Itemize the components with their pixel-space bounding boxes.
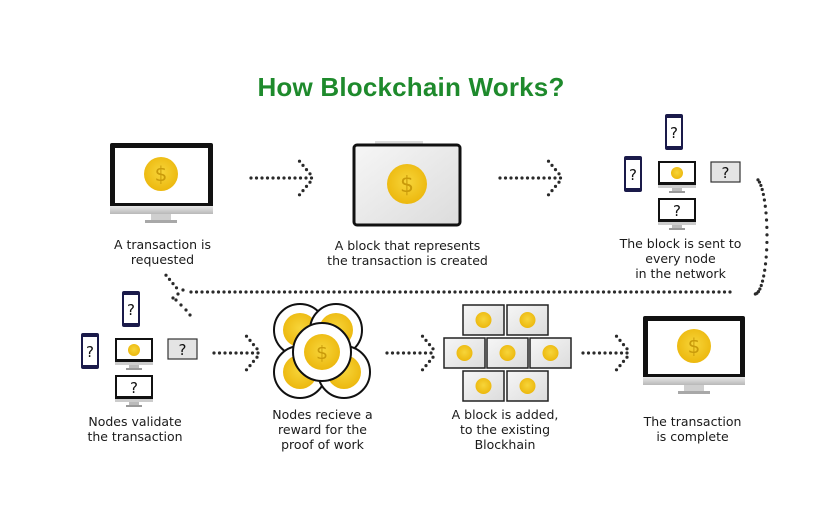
coin-icon: $ — [387, 164, 427, 204]
coin-node-center: $ — [292, 322, 352, 382]
chain-block — [462, 370, 505, 402]
return-arrow-icon — [164, 178, 769, 317]
phone-node-icon: ? — [665, 114, 683, 150]
monitor-node-icon: ? — [658, 198, 696, 230]
question-mark: ? — [130, 379, 138, 397]
step-1-caption: A transaction is requested — [113, 237, 212, 267]
monitor-coin-node-icon — [115, 338, 153, 370]
question-mark: ? — [670, 124, 678, 142]
right-arrow-icon — [581, 334, 629, 372]
right-arrow-icon — [498, 159, 563, 197]
chain-block — [506, 370, 549, 402]
step-3-caption: The block is sent to every node in the n… — [619, 236, 742, 281]
question-mark: ? — [86, 343, 94, 361]
svg-text:$: $ — [316, 342, 328, 364]
svg-text:$: $ — [400, 173, 414, 198]
question-mark: ? — [127, 301, 135, 319]
step-1-monitor-coin-icon: $ — [110, 143, 213, 223]
dollar-symbol: $ — [155, 162, 168, 186]
tablet-node-icon: ? — [167, 338, 198, 360]
flow-arrows — [164, 159, 769, 372]
question-mark: ? — [673, 202, 681, 220]
right-arrow-icon — [385, 334, 435, 372]
step-5-caption: Nodes recieve a reward for the proof of … — [272, 407, 373, 452]
step-6-caption: A block is added, to the existing Blockh… — [451, 407, 559, 452]
svg-text:$: $ — [688, 334, 701, 358]
tablet-node-icon: ? — [710, 161, 741, 183]
right-arrow-icon — [249, 159, 314, 197]
step-4-network-nodes-icon: ???? — [81, 291, 198, 407]
step-5-reward-coins-icon: $ — [273, 303, 371, 399]
monitor-node-icon: ? — [115, 375, 153, 407]
chain-block — [529, 337, 572, 369]
chain-block — [462, 304, 505, 336]
phone-node-icon: ? — [624, 156, 642, 192]
monitor-coin-node-icon — [658, 161, 696, 193]
step-4-caption: Nodes validate the transaction — [87, 414, 183, 444]
phone-node-icon: ? — [81, 333, 99, 369]
coin-icon: $ — [144, 157, 178, 191]
chain-block — [506, 304, 549, 336]
step-2-caption: A block that represents the transaction … — [327, 238, 488, 268]
step-6-blockchain-blocks-icon — [443, 304, 572, 402]
phone-node-icon: ? — [122, 291, 140, 327]
question-mark: ? — [722, 164, 730, 182]
question-mark: ? — [179, 341, 187, 359]
right-arrow-icon — [212, 334, 260, 372]
question-mark: ? — [629, 166, 637, 184]
step-3-network-nodes-icon: ???? — [624, 114, 741, 230]
chain-block — [443, 337, 486, 369]
step-7-caption: The transaction is complete — [643, 414, 742, 444]
step-2-block-coin-icon: $ — [352, 141, 462, 227]
coin-icon: $ — [677, 329, 711, 363]
diagram-title: How Blockchain Works? — [257, 72, 565, 102]
chain-block — [486, 337, 529, 369]
step-7-monitor-coin-icon: $ — [643, 316, 745, 394]
